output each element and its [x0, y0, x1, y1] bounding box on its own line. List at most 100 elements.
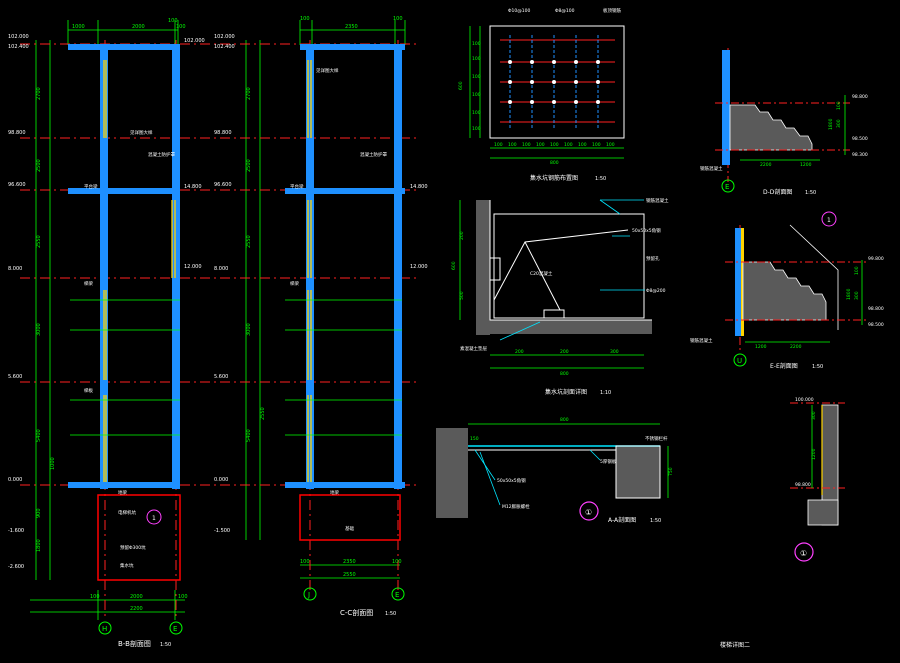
bb-label-3: 梯梁	[84, 280, 93, 287]
bb-vdim-7: 1000	[50, 457, 56, 470]
small-level-1: 98.800	[795, 482, 811, 488]
cc-vdim-4: 5400	[246, 429, 252, 442]
bb-text: 1000 2000 100 100 100 2000 100 2200 2700…	[36, 18, 188, 612]
bb-scale: 1:50	[160, 642, 171, 648]
bb-vdim-3: 3000	[36, 323, 42, 336]
cc-text: 100 2350 100 100 2350 100 2550 2700 2500…	[246, 16, 403, 578]
cc-label-5: 基础	[345, 525, 354, 532]
cc-vdim-3: 3000	[246, 323, 252, 336]
small-base	[807, 499, 839, 526]
cc-label-1: 混凝土防护罩	[360, 151, 387, 158]
aa-detail	[436, 423, 669, 518]
small-marker	[794, 542, 814, 562]
aa-marker	[579, 501, 599, 521]
cc-bot-dim-1: 2350	[343, 559, 356, 565]
small-text: 100.000 98.800 300 1200	[795, 397, 817, 488]
ee-scale: 1:50	[812, 364, 823, 370]
dd-text: 98.800 98.500 98.300 2200 1200 100 300 1…	[700, 94, 868, 196]
bb-top-dim-0: 1000	[72, 24, 85, 30]
dd-dim-0: 2200	[760, 162, 772, 168]
aa-label-2: 50x50x5角钢	[497, 477, 526, 484]
small-detail	[790, 402, 845, 526]
cc-axis-bubble-e	[391, 587, 405, 601]
pit-side-dim-1: 500	[459, 291, 465, 300]
bb-slab-lines	[70, 299, 180, 436]
ee-level-1: 98.800	[868, 306, 884, 312]
small-marker-text: ①	[800, 549, 807, 558]
grid-side-total: 600	[458, 81, 464, 90]
dd-axis-bubble	[721, 179, 735, 193]
grid-bot-dim-6: 100	[578, 142, 587, 148]
grid-side-dim-5: 100	[472, 126, 481, 132]
bb-section	[20, 20, 200, 620]
cc-vdim-5: 2550	[260, 407, 266, 420]
bb-vdim-0: 2700	[36, 87, 42, 100]
cc-top-dim-0: 100	[300, 16, 310, 22]
ee-axis-bubble	[733, 353, 747, 367]
dd-title: D-D剖面图	[763, 188, 792, 196]
cc-level-2: 98.800	[214, 130, 232, 136]
pit-scale: 1:10	[600, 390, 611, 396]
cc-axis-e: E	[395, 591, 399, 599]
grid-top-label-1: Φ8@100	[555, 8, 575, 14]
grid-side-dim-4: 100	[472, 110, 481, 116]
cc-level-4: 8.000	[214, 266, 228, 272]
bb-label-0: 见详图大样	[130, 129, 153, 136]
cc-walls	[285, 44, 405, 489]
aa-label-3: M12膨胀螺栓	[502, 503, 530, 510]
grid-bot-dim-8: 100	[606, 142, 615, 148]
grid-bot-dim-5: 100	[564, 142, 573, 148]
cc-vdim-1: 2500	[246, 159, 252, 172]
grid-text: Φ10@100 Φ8@100 板顶钢筋 100 100 100 100 100 …	[458, 7, 621, 182]
pit-label-4: Φ8@200	[646, 288, 666, 294]
pit-detail	[459, 199, 652, 369]
grid-plan	[469, 25, 625, 159]
aa-title: A-A剖面图	[608, 516, 636, 524]
bb-bot-dim-0: 100	[90, 594, 100, 600]
bb-bot-dim-1: 2000	[130, 594, 143, 600]
bb-top-dim-2: 100	[168, 18, 178, 24]
pit-floor-hatch	[476, 320, 652, 334]
pit-side-dim-0: 200	[459, 231, 465, 240]
bb-label-4: 梯板	[84, 387, 93, 394]
bb-top-dim-3: 100	[176, 24, 186, 30]
pit-label-0: C20混凝土	[530, 270, 553, 277]
bb-level-6: 0.000	[8, 477, 22, 483]
cc-bot-dim-0: 100	[300, 559, 310, 565]
ee-dim-0: 1200	[755, 344, 767, 350]
small-level-0: 100.000	[795, 397, 814, 403]
grid-outline	[489, 25, 625, 139]
grid-bot-dim-7: 100	[592, 142, 601, 148]
bb-level-1: 102.400	[8, 44, 29, 50]
bb-level-3: 96.600	[8, 182, 26, 188]
cc-footing	[299, 494, 401, 541]
bb-vdim-6: 1800	[36, 539, 42, 552]
ee-side-dim-1: 300	[854, 291, 860, 300]
aa-marker-text: ①	[585, 508, 592, 517]
grid-scale: 1:50	[595, 176, 606, 182]
pit-dim-1: 200	[560, 349, 569, 355]
cc-bot-dim-2: 100	[392, 559, 402, 565]
pit-insert	[543, 309, 565, 319]
cc-slab-lines	[285, 299, 402, 436]
bb-labels: 见详图大样 混凝土防护罩 平台梁 梯梁 梯板 地梁 电梯机坑 预留Φ300坑 集…	[84, 129, 175, 569]
pit-wall-hatch	[476, 200, 490, 335]
bb-label-8: 集水坑	[120, 562, 134, 569]
bb-detail-marker-text: 1	[152, 515, 156, 522]
cc-axis-j: J	[307, 591, 310, 599]
bb-yellow-members	[103, 60, 176, 482]
grid-bot-dim-3: 100	[536, 142, 545, 148]
aa-dim-2: 750	[668, 467, 674, 476]
dd-level-2: 98.300	[852, 152, 868, 158]
bb-dim-lines	[30, 20, 185, 620]
bb-levels: 102.000 102.400 98.800 96.600 8.000 5.60…	[8, 34, 205, 570]
grid-top-label-0: Φ10@100	[508, 8, 530, 14]
bb-top-dim-1: 2000	[132, 24, 145, 30]
bb-level-11: 102.000	[184, 38, 205, 44]
dd-marker	[821, 211, 837, 227]
grid-side-dim-3: 100	[472, 92, 481, 98]
ee-wall-yellow	[741, 228, 744, 336]
dd-section	[715, 48, 850, 182]
ee-section	[725, 224, 868, 352]
